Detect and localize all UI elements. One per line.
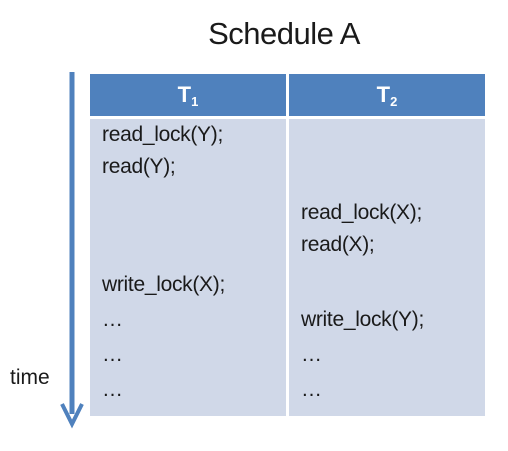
column-header-t2-subscript: 2 xyxy=(390,93,398,109)
column-header-t2: T2 xyxy=(289,74,485,119)
column-header-t1: T1 xyxy=(90,74,289,119)
time-label: time xyxy=(10,366,50,389)
operations-row: read_lock(Y); read(Y); write_lock(X); … … xyxy=(90,119,485,416)
time-arrow xyxy=(60,72,84,429)
t1-op-ellipsis-1: … xyxy=(102,308,123,331)
column-header-t1-subscript: 1 xyxy=(191,93,199,109)
t1-op-ellipsis-2: … xyxy=(102,343,123,366)
t2-op-ellipsis-2: … xyxy=(301,378,322,401)
column-header-t2-name: T xyxy=(376,81,391,107)
t2-op-write-lock-y: write_lock(Y); xyxy=(301,308,424,331)
schedule-table: T1 T2 read_lock(Y); read(Y); write_lock(… xyxy=(90,74,485,416)
column-header-t1-name: T xyxy=(177,81,192,107)
t2-operations-cell: read_lock(X); read(X); write_lock(Y); … … xyxy=(289,119,485,416)
t1-op-ellipsis-3: … xyxy=(102,378,123,401)
t1-operations-cell: read_lock(Y); read(Y); write_lock(X); … … xyxy=(90,119,289,416)
t1-op-read-lock-y: read_lock(Y); xyxy=(102,123,223,146)
diagram-title: Schedule A xyxy=(208,16,360,51)
header-row: T1 T2 xyxy=(90,74,485,119)
t2-op-read-x: read(X); xyxy=(301,233,375,256)
t1-op-read-y: read(Y); xyxy=(102,155,176,178)
t2-op-read-lock-x: read_lock(X); xyxy=(301,201,422,224)
t2-op-ellipsis-1: … xyxy=(301,343,322,366)
t1-op-write-lock-x: write_lock(X); xyxy=(102,273,225,296)
